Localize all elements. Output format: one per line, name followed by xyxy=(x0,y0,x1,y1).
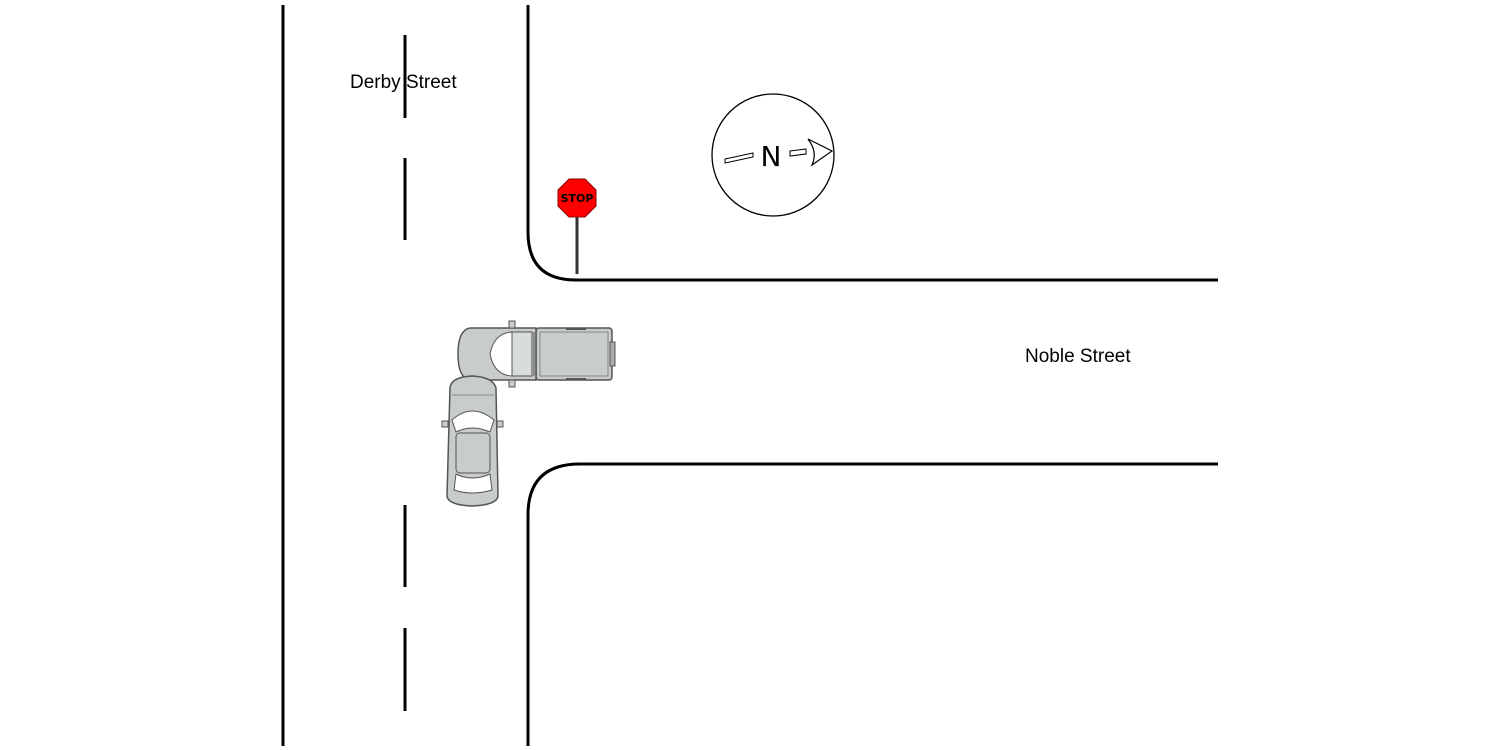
derby-street-label: Derby Street xyxy=(350,72,457,93)
sedan-roof xyxy=(455,432,491,474)
compass: N xyxy=(711,93,835,217)
pickup-truck xyxy=(457,320,616,388)
derby-street xyxy=(281,5,530,746)
sedan-rear-window xyxy=(453,473,493,494)
sedan xyxy=(441,375,504,507)
north-arrow-icon xyxy=(807,138,834,167)
noble-south-edge xyxy=(526,462,1218,516)
noble-street xyxy=(526,231,1218,516)
sedan-windshield xyxy=(451,410,495,433)
compass-circle xyxy=(711,93,835,217)
truck-windshield xyxy=(489,331,513,377)
noble-north-edge xyxy=(526,231,1218,282)
stop-sign-octagon xyxy=(557,178,597,218)
stop-sign: STOP xyxy=(557,178,597,274)
compass-arrow-tail xyxy=(724,152,754,164)
noble-street-label: Noble Street xyxy=(1025,346,1131,367)
stop-sign-text: STOP xyxy=(561,192,594,205)
truck-bed xyxy=(535,327,613,381)
compass-arrow-shaft xyxy=(789,148,807,157)
compass-letter: N xyxy=(761,140,782,173)
